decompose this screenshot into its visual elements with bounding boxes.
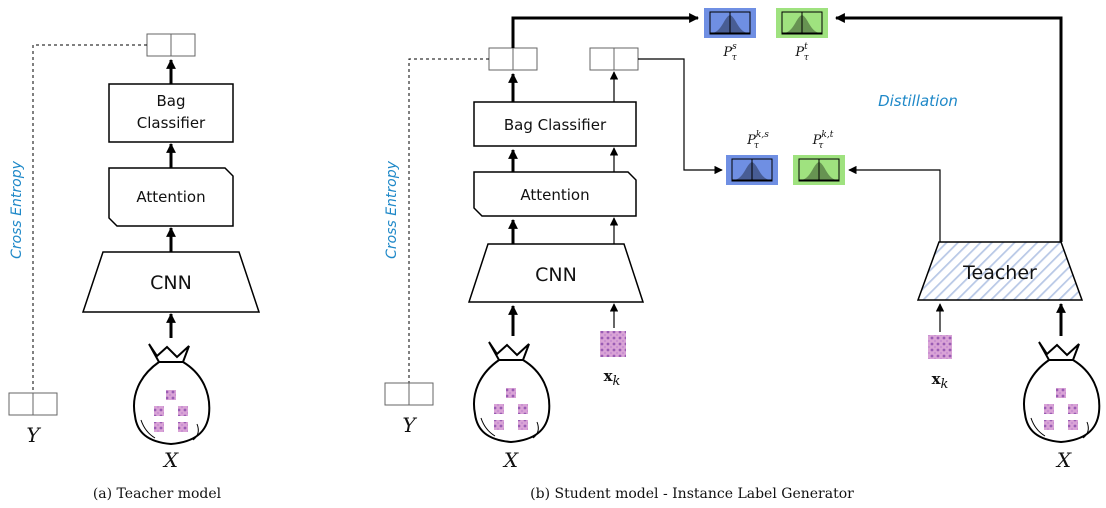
student-y-label: Y — [402, 413, 417, 437]
teacher-x-label-right: X — [1055, 448, 1072, 472]
arrow-teacher-inst-to-prob — [848, 165, 941, 242]
teacher-instance-prob-box — [793, 155, 845, 185]
student-instance-label: xk — [604, 367, 621, 389]
student-bag-prob-box — [704, 8, 756, 38]
student-bag-output-box — [488, 47, 538, 71]
teacher-cross-entropy-label: Cross Entropy — [9, 160, 25, 259]
teacher-bag-of-patches — [133, 343, 211, 445]
student-bag-classifier-label: Bag Classifier — [504, 116, 607, 134]
student-label-box — [384, 382, 434, 406]
teacher-model-panel: Bag Classifier Attention CNN X Cross Ent… — [8, 33, 261, 502]
student-instance-output-box — [589, 47, 639, 71]
student-attention-label: Attention — [520, 186, 589, 204]
student-cross-entropy-label: Cross Entropy — [384, 160, 400, 259]
student-bag-of-patches — [473, 341, 551, 443]
teacher-cnn-block: CNN — [81, 251, 261, 313]
student-instance-prob-box — [726, 155, 778, 185]
teacher-network-label: Teacher — [962, 262, 1037, 284]
student-instance-patch — [600, 331, 626, 357]
distillation-label: Distillation — [878, 92, 958, 110]
bag-classifier-label-line1: Bag — [156, 92, 185, 110]
student-cnn-label: CNN — [535, 264, 577, 286]
bag-classifier-label-line2: Classifier — [137, 114, 206, 132]
teacher-network-block: Teacher — [916, 241, 1084, 301]
teacher-instance-patch — [928, 335, 952, 359]
teacher-x-label: X — [162, 448, 179, 472]
teacher-bag-prob-box — [776, 8, 828, 38]
caption-b: (b) Student model - Instance Label Gener… — [530, 486, 854, 502]
teacher-y-label: Y — [26, 423, 41, 447]
teacher-attention-block: Attention — [108, 167, 234, 227]
student-bag-classifier-block: Bag Classifier — [473, 101, 637, 147]
caption-a: (a) Teacher model — [93, 486, 222, 502]
student-attention-block: Attention — [473, 171, 637, 217]
student-model-panel: Bag Classifier Attention CNN X xk — [384, 8, 1101, 502]
student-cross-entropy-link — [408, 58, 489, 383]
teacher-bag-classifier-block: Bag Classifier — [108, 83, 234, 143]
student-x-label: X — [502, 448, 519, 472]
attention-label: Attention — [136, 188, 205, 206]
teacher-instance-label: xk — [932, 370, 949, 392]
cnn-label: CNN — [150, 272, 192, 294]
arrow-student-inst-to-prob — [638, 58, 723, 175]
teacher-output-box — [146, 33, 196, 57]
arrow-teacher-bag-to-prob — [835, 13, 1063, 242]
teacher-bag-right — [1023, 341, 1101, 443]
student-cnn-block: CNN — [467, 243, 645, 303]
teacher-label-box — [8, 392, 58, 416]
arrow-student-bag-to-prob — [511, 13, 699, 48]
teacher-cross-entropy-link — [32, 44, 147, 393]
